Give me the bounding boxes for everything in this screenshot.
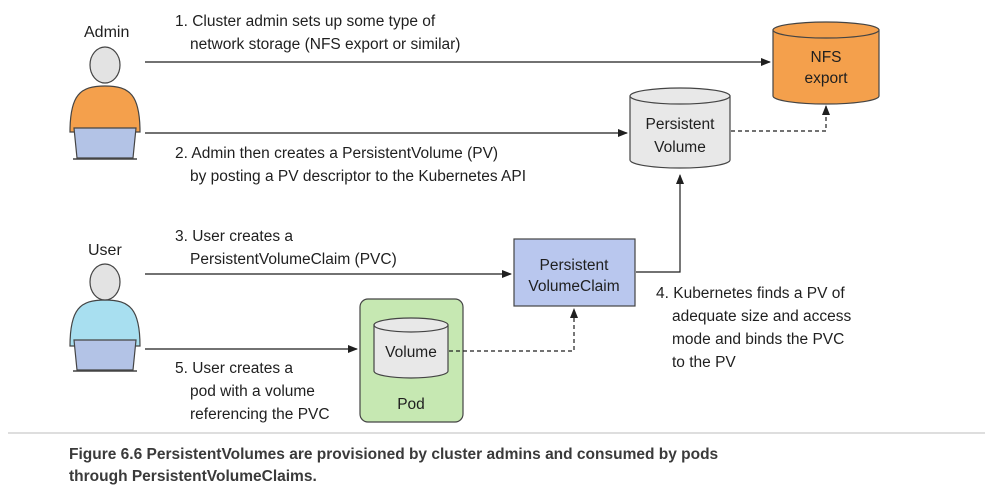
step4-line2: adequate size and access: [672, 308, 851, 325]
step3-line1: 3. User creates a: [175, 228, 293, 245]
user-label: User: [88, 242, 122, 259]
step4-line1: 4. Kubernetes finds a PV of: [656, 285, 845, 302]
persistent-volume-cylinder: Persistent Volume: [629, 87, 731, 169]
user-head: [89, 263, 121, 301]
volume-label: Volume: [385, 344, 437, 361]
arrow-pvc-to-pv: [636, 174, 684, 273]
pod-box: Pod Volume: [359, 298, 464, 423]
nfs-export-cylinder: NFS export: [772, 21, 880, 105]
step4-line3: mode and binds the PVC: [672, 331, 844, 348]
admin-actor: Admin: [69, 24, 141, 160]
admin-label: Admin: [84, 24, 129, 41]
step5-line1: 5. User creates a: [175, 360, 293, 377]
nfs-label-line2: export: [804, 70, 848, 87]
step3-line2: PersistentVolumeClaim (PVC): [190, 251, 397, 268]
step4-line4: to the PV: [672, 354, 736, 371]
volume-cylinder: Volume: [373, 317, 449, 379]
figure-caption-line2: through PersistentVolumeClaims.: [69, 468, 317, 485]
user-actor: User: [69, 242, 141, 372]
figure-caption-line1: Figure 6.6 PersistentVolumes are provisi…: [69, 446, 718, 463]
pod-label: Pod: [397, 396, 425, 413]
pv-label-line2: Volume: [654, 139, 706, 156]
pv-label-line1: Persistent: [646, 116, 716, 133]
laptop-icon: [73, 127, 137, 159]
laptop-icon: [73, 339, 137, 371]
step5-line2: pod with a volume: [190, 383, 315, 400]
user-body: [69, 299, 141, 347]
persistent-volume-claim-box: Persistent VolumeClaim: [513, 238, 636, 307]
pvc-label-line1: Persistent: [540, 257, 610, 274]
nfs-label-line1: NFS: [811, 49, 842, 66]
dashed-pv-to-nfs: [731, 105, 830, 132]
admin-head: [89, 46, 121, 84]
admin-body: [69, 85, 141, 133]
dashed-volume-to-pvc: [449, 308, 578, 352]
step2-line2: by posting a PV descriptor to the Kubern…: [190, 168, 526, 185]
step2-line1: 2. Admin then creates a PersistentVolume…: [175, 145, 498, 162]
step1-line1: 1. Cluster admin sets up some type of: [175, 13, 436, 30]
step5-line3: referencing the PVC: [190, 406, 330, 423]
pvc-label-line2: VolumeClaim: [528, 278, 619, 295]
step1-line2: network storage (NFS export or similar): [190, 36, 460, 53]
